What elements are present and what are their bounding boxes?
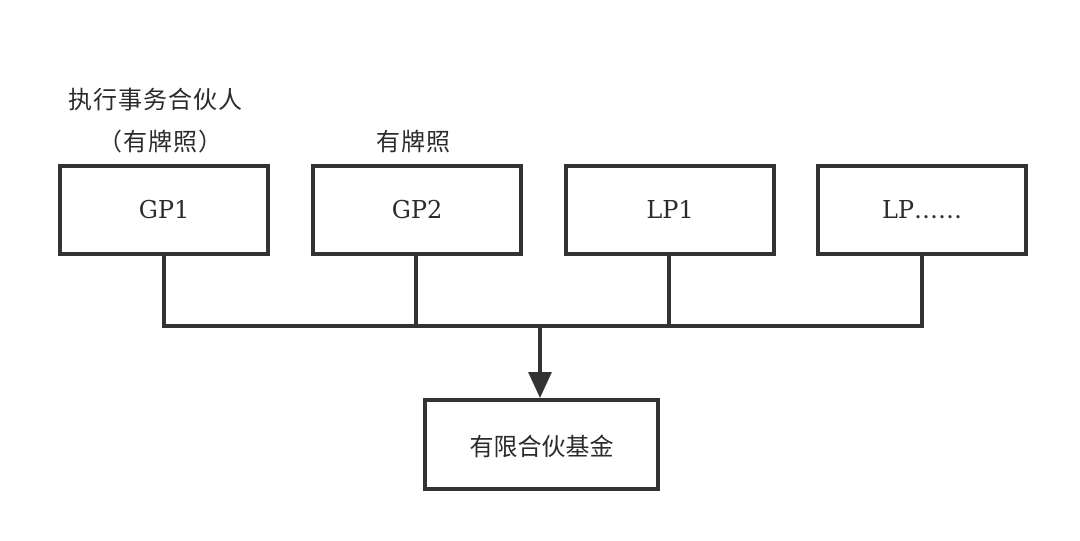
- node-gp2-label: GP2: [391, 196, 443, 224]
- node-fund-label: 有限合伙基金: [469, 433, 614, 461]
- node-gp1-label: GP1: [138, 196, 190, 224]
- node-lp-more-label: LP……: [881, 196, 963, 224]
- gp1-license-label: （有牌照）: [98, 128, 223, 156]
- arrow-head: [528, 372, 552, 398]
- node-gp1: GP1: [58, 164, 270, 256]
- node-lp-more: LP……: [816, 164, 1028, 256]
- gp1-role-label: 执行事务合伙人: [68, 86, 243, 114]
- gp2-license-label: 有牌照: [376, 128, 451, 156]
- node-fund: 有限合伙基金: [423, 398, 660, 491]
- node-lp1-label: LP1: [646, 196, 694, 224]
- node-gp2: GP2: [311, 164, 523, 256]
- node-lp1: LP1: [564, 164, 776, 256]
